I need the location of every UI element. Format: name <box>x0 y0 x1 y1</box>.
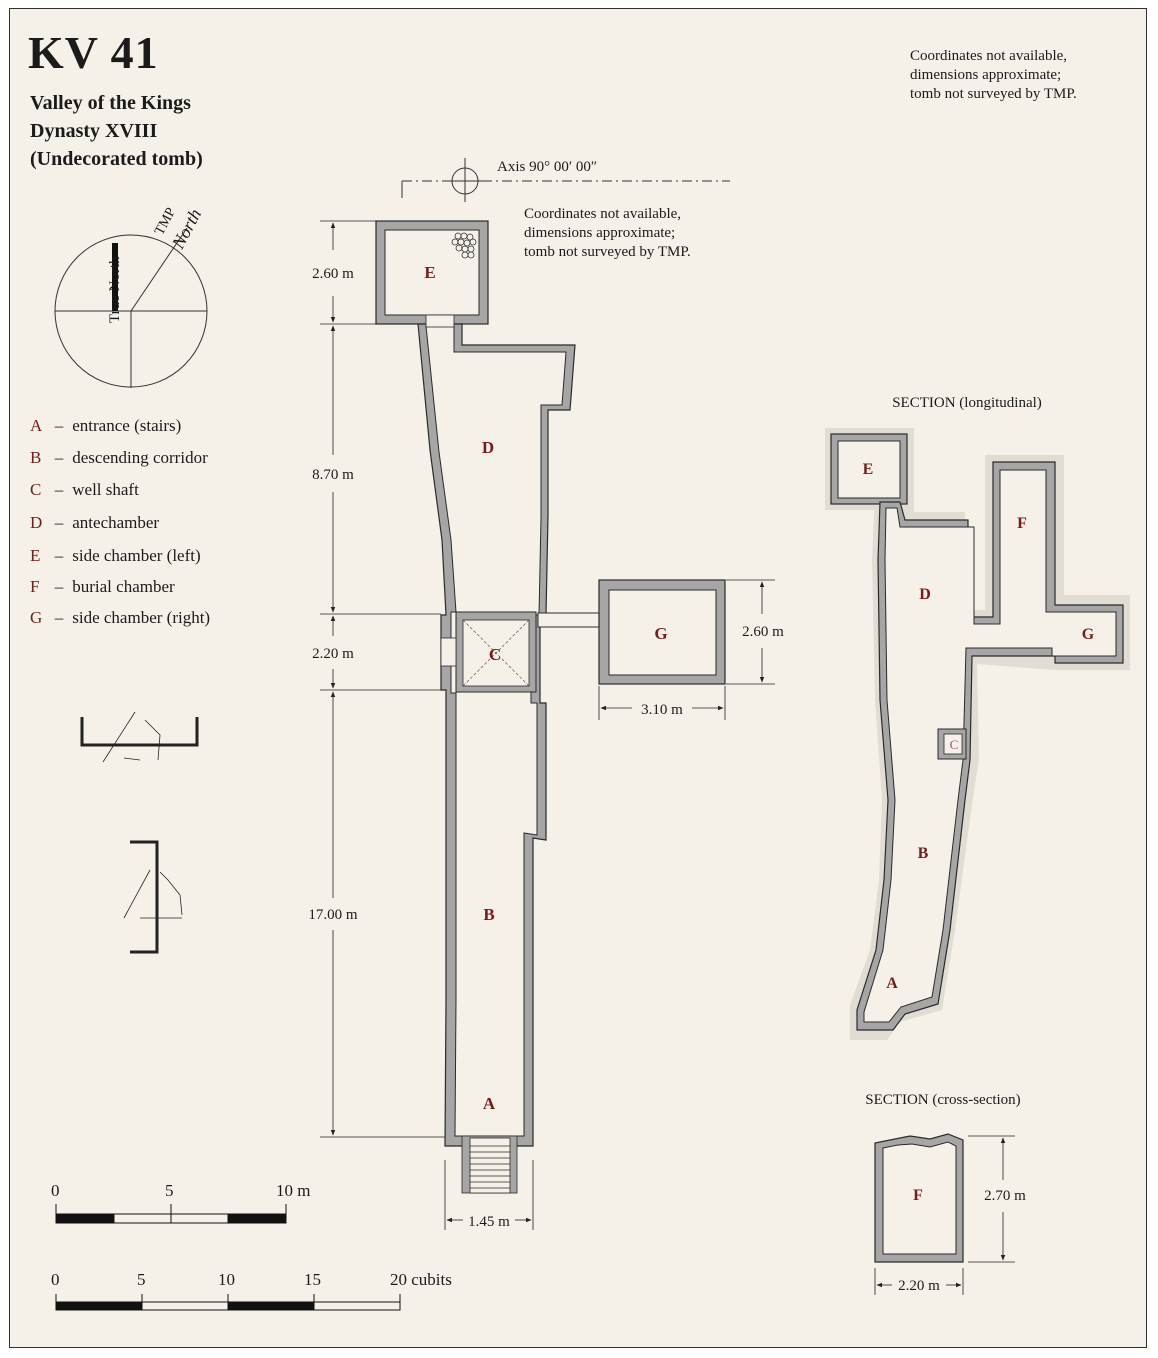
legend-text: side chamber (right) <box>72 608 211 627</box>
chamber-g-plan <box>598 579 726 685</box>
true-north-arrow <box>112 243 118 311</box>
dim-c-length: 2.20 m <box>312 646 354 662</box>
subtitle-decoration: (Undecorated tomb) <box>30 148 203 170</box>
survey-note-top: Coordinates not available, dimensions ap… <box>910 48 1077 102</box>
scale-c-tick-15: 15 <box>304 1270 321 1289</box>
legend-key: C <box>30 480 42 499</box>
section-label-d: D <box>919 586 931 603</box>
section-label-f: F <box>1017 515 1027 532</box>
legend-text: antechamber <box>72 513 160 532</box>
scale-bar-cubits <box>55 1294 401 1311</box>
dim-a-width: 1.45 m <box>468 1214 510 1230</box>
legend-key: A <box>30 416 43 435</box>
true-north-label: True North <box>107 256 123 323</box>
dim-g-height: 2.60 m <box>742 624 784 640</box>
passage-to-g <box>537 612 601 628</box>
plan-view <box>375 220 726 1194</box>
dim-cross-width: 2.20 m <box>898 1278 940 1294</box>
page-title: KV 41 <box>28 27 159 78</box>
scale-m-tick-10: 10 m <box>276 1181 310 1200</box>
profile-sketch-vertical <box>123 840 183 954</box>
survey-note-plan: Coordinates not available, dimensions ap… <box>524 206 691 260</box>
legend-item-e: E– side chamber (left) <box>30 546 201 565</box>
profile-sketch-horizontal <box>80 711 199 763</box>
room-label-b: B <box>483 905 494 924</box>
chamber-e-plan <box>375 220 489 325</box>
section-cross-title: SECTION (cross-section) <box>865 1092 1020 1108</box>
well-shaft-c <box>440 611 537 693</box>
section-cross <box>874 1133 964 1263</box>
legend-key: B <box>30 448 42 467</box>
legend-item-b: B– descending corridor <box>30 448 208 467</box>
subtitle-dynasty: Dynasty XVIII <box>30 120 158 142</box>
legend-text: side chamber (left) <box>72 546 201 565</box>
section-label-g: G <box>1082 626 1095 643</box>
compass-rose <box>54 227 208 388</box>
scale-c-tick-5: 5 <box>137 1270 146 1289</box>
scale-m-tick-5: 5 <box>165 1181 174 1200</box>
legend-item-c: C– well shaft <box>30 480 139 499</box>
section-label-e: E <box>863 461 874 478</box>
room-label-c: C <box>489 645 501 664</box>
scale-bar-meters <box>55 1204 287 1224</box>
dim-cross-height: 2.70 m <box>984 1188 1026 1204</box>
section-label-c: C <box>950 737 959 752</box>
legend-key: G <box>30 608 43 627</box>
scale-m-tick-0: 0 <box>51 1181 60 1200</box>
legend-item-f: F– burial chamber <box>30 577 175 596</box>
legend-text: burial chamber <box>72 577 175 596</box>
section-label-a: A <box>886 975 898 992</box>
section-longitudinal-title: SECTION (longitudinal) <box>892 395 1042 411</box>
axis-crosshair-icon <box>401 158 730 202</box>
legend-key: D <box>30 513 43 532</box>
entrance-stairs <box>461 1135 518 1194</box>
doorway-e <box>425 314 455 328</box>
legend-item-a: A– entrance (stairs) <box>30 416 182 435</box>
room-label-d: D <box>482 438 494 457</box>
scale-c-tick-20: 20 cubits <box>390 1270 452 1289</box>
legend-item-d: D– antechamber <box>30 513 160 532</box>
dim-e-length: 2.60 m <box>312 266 354 282</box>
room-label-g: G <box>654 624 667 643</box>
legend-item-g: G– side chamber (right) <box>30 608 211 627</box>
scale-c-tick-0: 0 <box>51 1270 60 1289</box>
legend-text: well shaft <box>72 480 139 499</box>
dim-g-width: 3.10 m <box>641 702 683 718</box>
dim-b-length: 17.00 m <box>308 907 358 923</box>
room-label-e: E <box>424 263 435 282</box>
legend-text: entrance (stairs) <box>72 416 182 435</box>
axis-label: Axis 90° 00′ 00″ <box>497 159 597 175</box>
legend-text: descending corridor <box>72 448 208 467</box>
plan-dimension-lines <box>320 220 775 1230</box>
section-longitudinal <box>825 428 1130 1040</box>
dim-d-length: 8.70 m <box>312 467 354 483</box>
scale-c-tick-10: 10 <box>218 1270 235 1289</box>
legend-key: F <box>30 577 40 596</box>
subtitle-site: Valley of the Kings <box>30 92 191 114</box>
cross-label-f: F <box>913 1187 923 1204</box>
cross-dimension-lines <box>874 1135 1015 1295</box>
legend-key: E <box>30 546 41 565</box>
section-label-b: B <box>918 845 929 862</box>
chamber-d-floor <box>425 325 567 1137</box>
room-label-a: A <box>483 1094 496 1113</box>
